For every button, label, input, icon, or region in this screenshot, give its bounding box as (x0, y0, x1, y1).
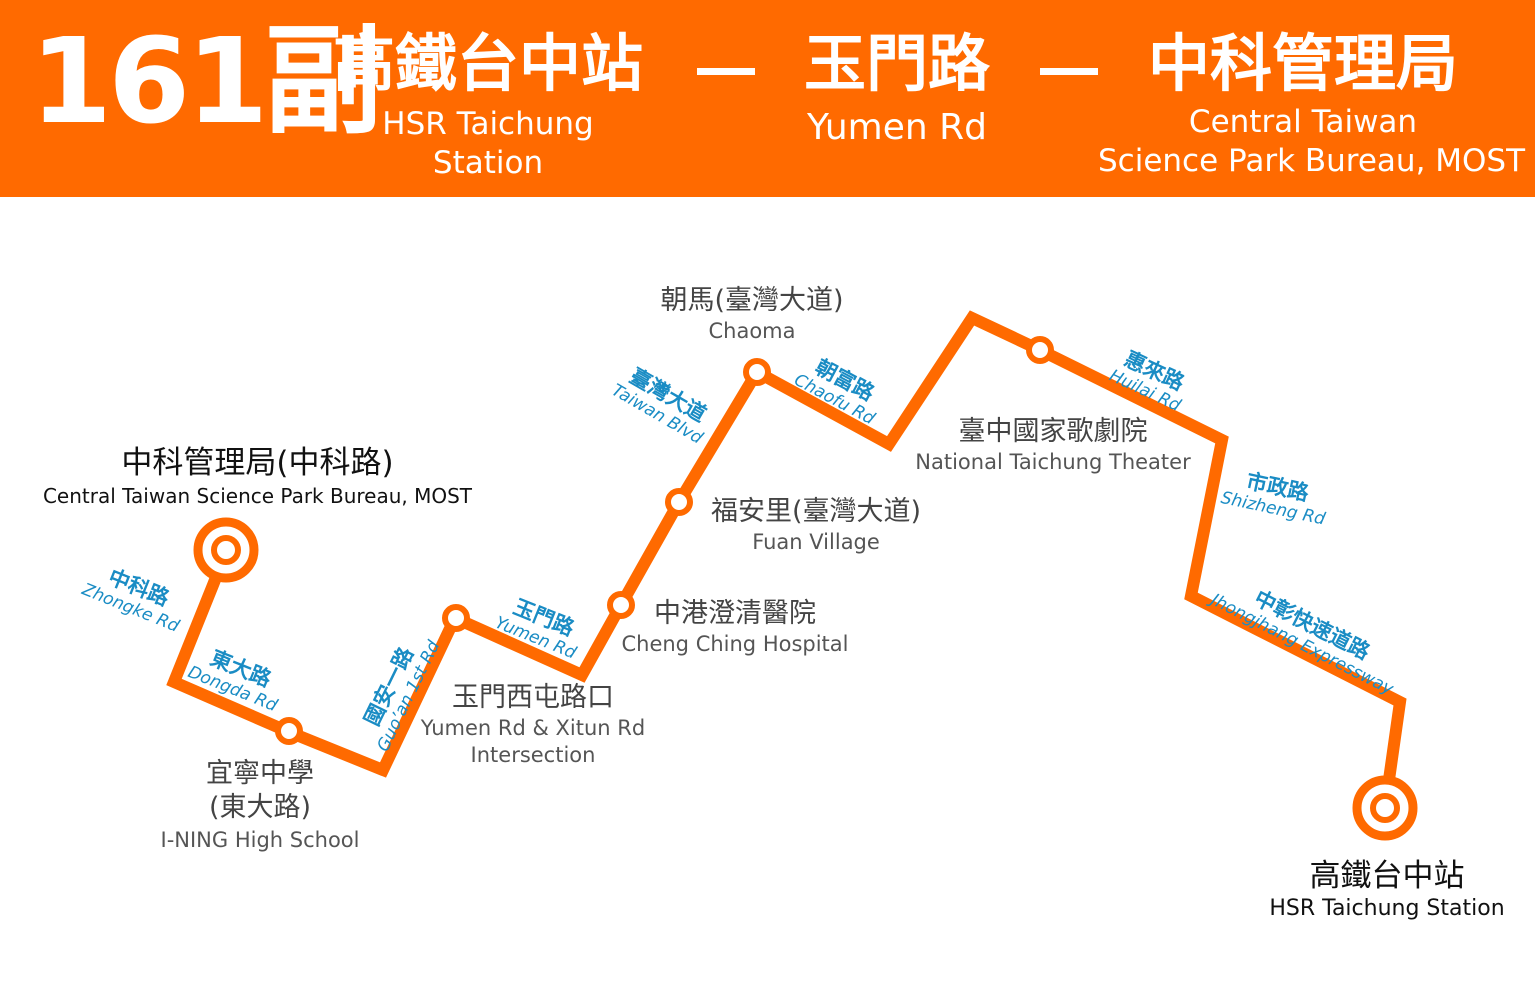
station-name-zh: 福安里(臺灣大道) (710, 496, 922, 527)
station-ining-label: 宜寧中學 (東大路) I-NING High School (140, 757, 380, 854)
station-name-zh: 高鐵台中站 (1309, 858, 1465, 894)
station-hsr-label: 高鐵台中站 HSR Taichung Station (1262, 857, 1512, 923)
header-dash-1 (697, 68, 755, 75)
stop-marker-theater (1026, 336, 1054, 364)
header-via-en: Yumen Rd (806, 107, 988, 148)
station-name-en: Central Taiwan Science Park Bureau, MOST (42, 484, 473, 508)
station-name-zh: 臺中國家歌劇院 (958, 416, 1148, 447)
header-origin-en-line1: HSR Taichung (382, 106, 594, 142)
station-cheng-ching-label: 中港澄清醫院 Cheng Ching Hospital (615, 597, 855, 658)
header-via-zh: 玉門路 (803, 27, 990, 100)
header-via: 玉門路 Yumen Rd (790, 27, 1004, 148)
header-dash-2 (1040, 68, 1098, 75)
station-name-zh: 中港澄清醫院 (654, 598, 816, 629)
station-name-en: I-NING High School (160, 828, 360, 852)
route-banner: 161副 高鐵台中站 HSR Taichung Station 玉門路 Yume… (0, 0, 1535, 197)
terminal-marker-ctsp (193, 517, 259, 583)
header-destination-zh: 中科管理局 (1147, 27, 1458, 100)
station-name-en: National Taichung Theater (915, 450, 1191, 474)
stop-marker-chaoma (743, 358, 771, 386)
station-theater-label: 臺中國家歌劇院 National Taichung Theater (905, 415, 1201, 476)
station-ctsp-label: 中科管理局(中科路) Central Taiwan Science Park B… (20, 444, 495, 510)
station-chaoma-label: 朝馬(臺灣大道) Chaoma (636, 284, 868, 345)
station-fuan-label: 福安里(臺灣大道) Fuan Village (696, 495, 936, 556)
stop-marker-fuan (665, 488, 693, 516)
station-name-en: Fuan Village (752, 530, 880, 554)
station-name-zh: 中科管理局(中科路) (121, 445, 394, 481)
header-origin-zh: 高鐵台中站 (332, 27, 643, 100)
stop-marker-ining (275, 717, 303, 745)
station-name-en: Cheng Ching Hospital (621, 632, 849, 656)
terminal-marker-hsr (1352, 775, 1418, 841)
header-origin-en-line2: Station (432, 145, 544, 181)
header-destination-en-line1: Central Taiwan (1188, 104, 1418, 140)
header-origin: 高鐵台中站 HSR Taichung Station (318, 33, 658, 183)
stop-marker-yumen-xitun (442, 604, 470, 632)
station-name-zh: 玉門西屯路口 (452, 682, 614, 713)
header-destination: 中科管理局 Central Taiwan Science Park Bureau… (1098, 27, 1526, 181)
station-name-en-line2: Intersection (470, 743, 596, 767)
header-destination-en-line2: Science Park Bureau, MOST (1098, 143, 1526, 179)
station-name-en: Yumen Rd & Xitun Rd (420, 716, 646, 740)
station-name-zh: 朝馬(臺灣大道) (660, 285, 844, 316)
station-name-zh-sub: (東大路) (208, 792, 312, 823)
station-name-en: HSR Taichung Station (1269, 896, 1505, 921)
station-name-zh: 宜寧中學 (206, 758, 314, 789)
route-number: 161副 (30, 12, 382, 150)
stop-marker-cheng-ching (607, 591, 635, 619)
station-name-en: Chaoma (708, 319, 796, 343)
station-yumen-xitun-label: 玉門西屯路口 Yumen Rd & Xitun Rd Intersection (408, 681, 658, 769)
